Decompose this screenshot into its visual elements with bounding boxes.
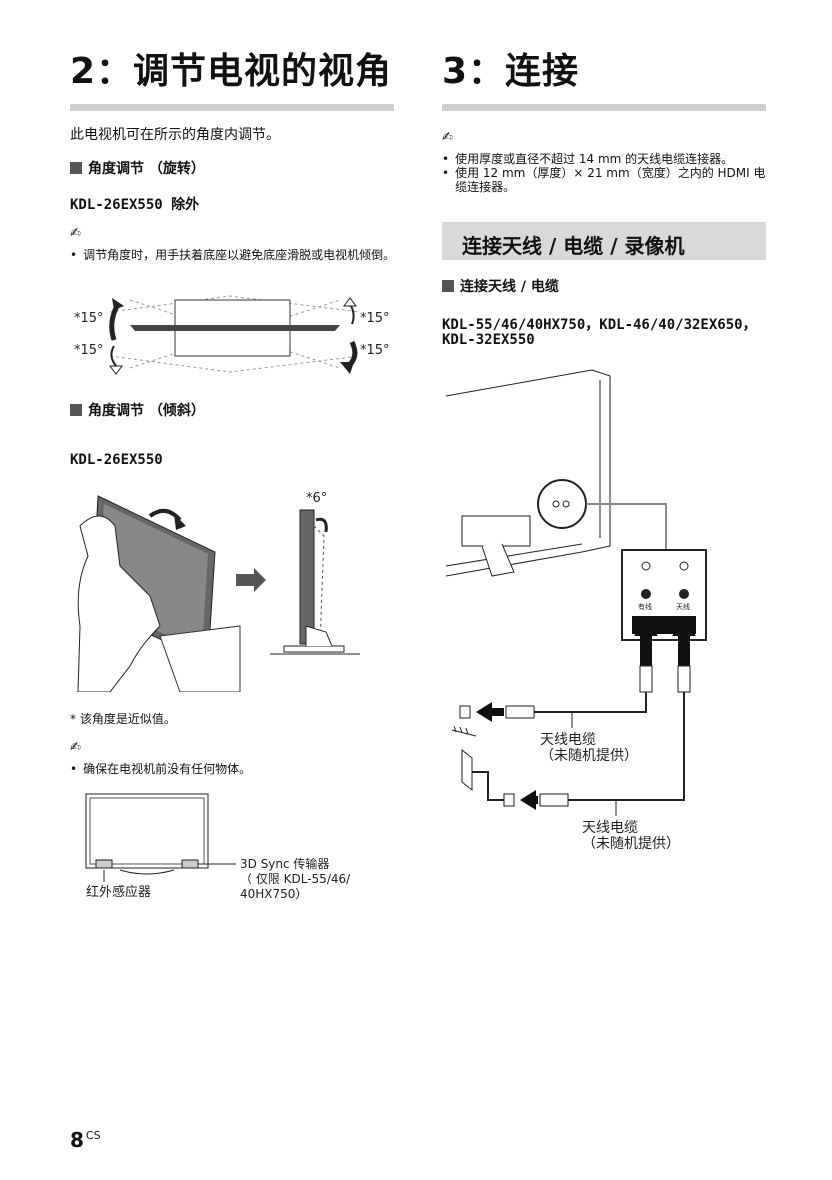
angle-label: *15° (360, 311, 390, 326)
cable1-label: 天线电缆 (540, 732, 596, 748)
page-number-value: 8 (70, 1128, 84, 1152)
note-item: •使用厚度或直径不超过 14 mm 的天线电缆连接器。 (442, 152, 734, 166)
note-icon: ✍ (442, 130, 453, 145)
tv-stand-rear (461, 515, 531, 547)
port-zoom-circle (537, 479, 587, 529)
sync-label-line2: （ 仅限 KDL-55/46/ (240, 872, 351, 886)
sync-label-line1: 3D Sync 传输器 (240, 856, 329, 871)
left-heading-rule (70, 104, 394, 111)
antenna-cable-2 (568, 692, 685, 801)
note-icon: ✍ (70, 740, 81, 755)
antenna-port-icon (679, 589, 689, 599)
intro-text: 此电视机可在所示的角度内调节。 (70, 127, 280, 143)
table (159, 625, 241, 692)
swivel-subheading: 角度调节 （旋转） (70, 158, 205, 178)
swivel-note-text: 调节角度时，用手扶着底座以避免底座滑脱或电视机倾倒。 (83, 248, 396, 262)
tilt-title: 角度调节 （倾斜） (88, 403, 205, 419)
section-banner: 连接天线 / 电缆 / 录像机 (442, 222, 766, 260)
tv-panel-top-view (130, 325, 340, 331)
page-suffix: CS (85, 1129, 101, 1142)
connection-models-2: KDL-32EX550 (442, 332, 535, 348)
cable1-sub: （未随机提供） (540, 748, 638, 764)
coax-plug (639, 665, 653, 693)
cable2-label: 天线电缆 (582, 820, 638, 836)
cable-port-icon (641, 589, 651, 599)
angle-label: *15° (74, 311, 104, 326)
bullet-dot: • (70, 248, 78, 262)
front-note-text: 确保在电视机前没有任何物体。 (83, 762, 252, 776)
connection-notes: •使用厚度或直径不超过 14 mm 的天线电缆连接器。 •使用 12 mm（厚度… (442, 152, 768, 194)
tilt-arrow-small (315, 517, 328, 533)
connection-illustration: 有线 天线 天线电缆 （未随机提供） 天线电缆 （未随机提供） (445, 369, 707, 852)
tv-front-frame (85, 793, 209, 869)
sync-label-line3: 40HX750） (240, 887, 307, 901)
square-bullet-icon (70, 162, 82, 174)
connection-models-1: KDL-55/46/40HX750，KDL-46/40/32EX650， (442, 317, 757, 333)
right-heading: 3：连接 (442, 51, 580, 92)
antenna-subheading: 连接天线 / 电缆 (442, 276, 559, 296)
rotate-arrow-right-up (349, 303, 355, 325)
note-icon: ✍ (70, 226, 81, 241)
ir-sensor-marker (95, 859, 113, 869)
tv-side-view (299, 509, 315, 645)
front-view-illustration: 红外感应器 3D Sync 传输器 （ 仅限 KDL-55/46/ 40HX75… (85, 793, 351, 901)
port-label: 天线 (676, 602, 690, 611)
person-figure (77, 515, 161, 692)
left-arrow-icon (476, 702, 504, 722)
tv-stand-top (174, 299, 291, 327)
angle-label: *15° (74, 343, 104, 358)
tv-stand-bottom (174, 329, 291, 357)
left-heading: 2：调节电视的视角 (70, 51, 393, 92)
swivel-title: 角度调节 （旋转） (88, 161, 205, 177)
angle-label: *15° (360, 343, 390, 358)
right-arrow-icon (236, 568, 266, 592)
tv-stand-side (283, 645, 345, 653)
antenna-cable-1 (534, 692, 647, 713)
swivel-note: • 调节角度时，用手扶着底座以避免底座滑脱或电视机倾倒。 (70, 248, 396, 262)
sync-transmitter-marker (181, 859, 199, 869)
square-bullet-icon (442, 280, 454, 292)
left-arrow-icon (520, 790, 538, 810)
swivel-model: KDL-26EX550 除外 (70, 197, 200, 213)
up-arrow-icon (634, 620, 658, 666)
tilt-angle-label: *6° (306, 491, 327, 506)
coax-plug (677, 665, 691, 693)
tilt-illustration: *6° (77, 491, 360, 692)
swivel-illustration: *15° *15° *15° *15° (74, 295, 390, 375)
port-label: 有线 (638, 602, 652, 611)
antenna-sub-title: 连接天线 / 电缆 (460, 279, 559, 295)
note-text: 使用 12 mm（厚度）× 21 mm（宽度）之内的 HDMI 电缆连接器。 (455, 166, 766, 194)
rotate-arrow-left-down (110, 345, 117, 367)
note-item: •使用 12 mm（厚度）× 21 mm（宽度）之内的 HDMI 电缆连接器。 (442, 166, 768, 194)
cable2-sub: （未随机提供） (582, 836, 680, 852)
bullet-dot: • (70, 762, 78, 776)
tilt-model: KDL-26EX550 (70, 452, 163, 468)
note-text: 使用厚度或直径不超过 14 mm 的天线电缆连接器。 (455, 152, 734, 166)
tilt-subheading: 角度调节 （倾斜） (70, 400, 205, 420)
tilt-arrow (148, 508, 182, 522)
ir-sensor-label: 红外感应器 (86, 884, 151, 900)
up-arrow-icon (672, 620, 696, 666)
right-heading-rule (442, 104, 766, 111)
square-bullet-icon (70, 404, 82, 416)
wall-socket-icon (459, 705, 471, 719)
wall-plate (461, 748, 473, 792)
front-note: • 确保在电视机前没有任何物体。 (70, 762, 251, 776)
approx-note: * 该角度是近似值。 (70, 712, 176, 726)
